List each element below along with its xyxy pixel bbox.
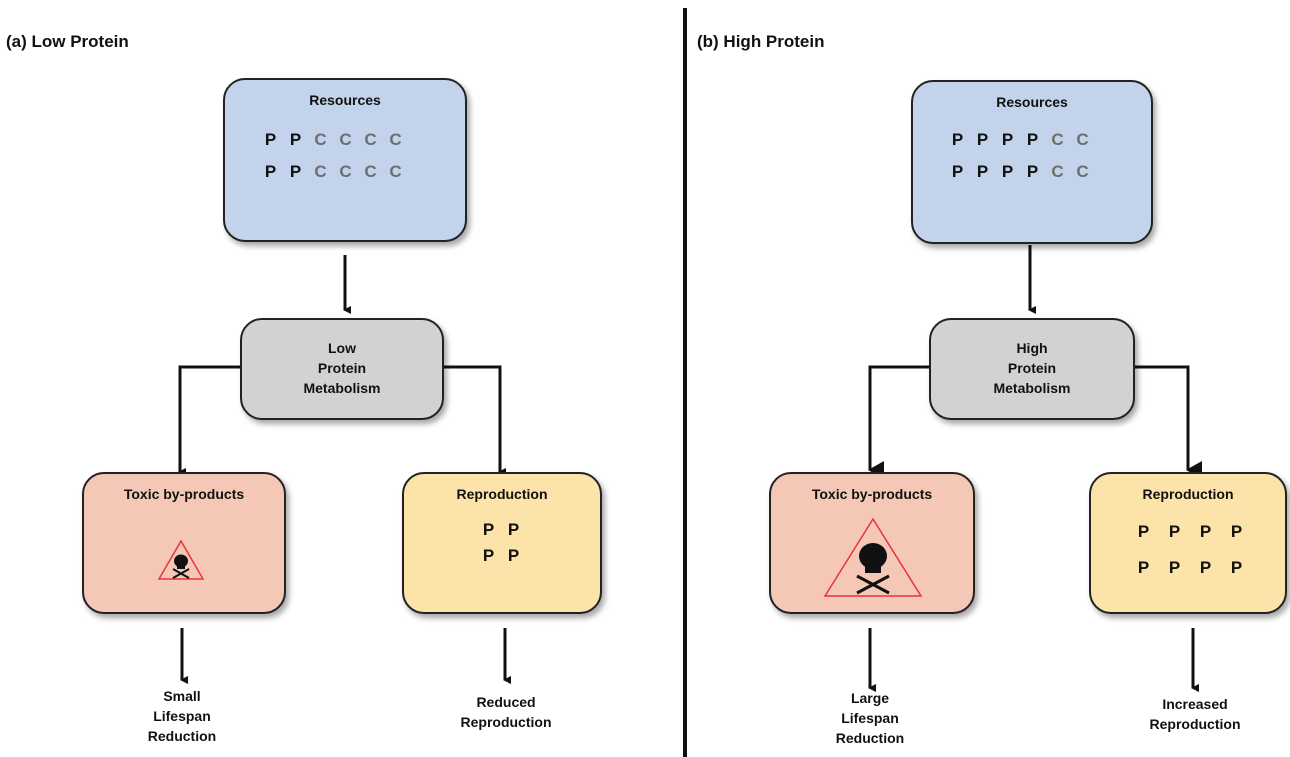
reproduction-cell: P [1137, 558, 1150, 577]
resource-cell: C [339, 162, 352, 181]
reproduction-cell: P [507, 520, 520, 539]
reproduction-cell: P [1168, 522, 1181, 541]
panel-b-resources-grid: P P P P C C P P P P C C [951, 130, 1089, 182]
outcome-line: Reduction [147, 728, 217, 744]
resource-cell: P [1026, 130, 1039, 149]
reproduction-cell: P [482, 546, 495, 565]
reproduction-cell: P [507, 546, 520, 565]
resource-cell: C [314, 162, 327, 181]
reproduction-cell: P [1199, 522, 1212, 541]
resource-cell: C [389, 130, 402, 149]
panel-divider [683, 8, 687, 757]
outcome-line: Reproduction [1149, 716, 1241, 732]
resource-cell: P [289, 162, 302, 181]
panel-b-arrows [868, 245, 1202, 692]
metabolism-line: Metabolism [993, 380, 1071, 396]
reproduction-cell: P [1137, 522, 1150, 541]
panel-a-metabolism-box: Low Protein Metabolism [240, 318, 444, 420]
panel-b-reproduction-title: Reproduction [1142, 486, 1234, 502]
panel-b-reproduction-outcome: Increased Reproduction [1135, 694, 1255, 734]
reproduction-cell: P [482, 520, 495, 539]
outcome-line: Reduction [835, 730, 905, 746]
panel-a-toxic-title: Toxic by-products [123, 486, 245, 502]
panel-b-reproduction-grid: P P P P P P P P [1137, 522, 1243, 578]
metabolism-line: Protein [1007, 360, 1057, 376]
panel-a-resources-box: Resources P P C C C C P P C C C C [223, 78, 467, 242]
resource-cell: P [264, 162, 277, 181]
outcome-line: Reproduction [460, 714, 552, 730]
reproduction-cell: P [1230, 522, 1243, 541]
outcome-line: Lifespan [153, 708, 211, 724]
outcome-line: Reduced [476, 694, 536, 710]
panel-a-reproduction-outcome: Reduced Reproduction [446, 692, 566, 732]
resource-cell: P [951, 130, 964, 149]
resource-cell: C [1051, 130, 1064, 149]
resource-cell: C [1076, 130, 1089, 149]
outcome-line: Small [163, 688, 201, 704]
panel-a-toxic-box: Toxic by-products [82, 472, 286, 614]
panel-a-reproduction-grid: P P P P [482, 520, 520, 566]
panel-a-reproduction-title: Reproduction [456, 486, 548, 502]
resource-cell: C [1051, 162, 1064, 181]
skull-warning-icon [823, 517, 923, 597]
outcome-line: Increased [1162, 696, 1228, 712]
panel-b-reproduction-box: Reproduction P P P P P P P P [1089, 472, 1287, 614]
panel-b-resources-title: Resources [996, 94, 1068, 110]
resource-cell: C [364, 162, 377, 181]
panel-a-arrows [178, 255, 511, 684]
panel-a-resources-grid: P P C C C C P P C C C C [264, 130, 402, 182]
resource-cell: C [314, 130, 327, 149]
panel-b-resources-box: Resources P P P P C C P P P P C C [911, 80, 1153, 244]
outcome-line: Lifespan [841, 710, 899, 726]
resource-cell: P [264, 130, 277, 149]
panel-a-resources-title: Resources [309, 92, 381, 108]
metabolism-line: Metabolism [303, 380, 381, 396]
resource-cell: C [1076, 162, 1089, 181]
reproduction-cell: P [1230, 558, 1243, 577]
panel-b-title: (b) High Protein [697, 32, 825, 51]
resource-cell: P [951, 162, 964, 181]
resource-cell: P [1001, 162, 1014, 181]
panel-a-lifespan-outcome: Small Lifespan Reduction [122, 686, 242, 746]
resource-cell: P [976, 162, 989, 181]
resource-cell: C [339, 130, 352, 149]
panel-b-metabolism-box: High Protein Metabolism [929, 318, 1135, 420]
reproduction-cell: P [1168, 558, 1181, 577]
outcome-line: Large [850, 690, 890, 706]
panel-b-toxic-title: Toxic by-products [811, 486, 933, 502]
reproduction-cell: P [1199, 558, 1212, 577]
resource-cell: C [389, 162, 402, 181]
resource-cell: P [976, 130, 989, 149]
metabolism-line: Low [328, 340, 356, 356]
panel-a-reproduction-box: Reproduction P P P P [402, 472, 602, 614]
resource-cell: P [289, 130, 302, 149]
resource-cell: P [1026, 162, 1039, 181]
resource-cell: C [364, 130, 377, 149]
resource-cell: P [1001, 130, 1014, 149]
panel-b-toxic-box: Toxic by-products [769, 472, 975, 614]
panel-b-metabolism-label: High Protein Metabolism [931, 338, 1133, 398]
metabolism-line: High [1016, 340, 1048, 356]
panel-a-metabolism-label: Low Protein Metabolism [242, 338, 442, 398]
skull-warning-icon [157, 539, 205, 580]
panel-b-lifespan-outcome: Large Lifespan Reduction [810, 688, 930, 748]
panel-a-title: (a) Low Protein [6, 32, 129, 51]
metabolism-line: Protein [317, 360, 367, 376]
